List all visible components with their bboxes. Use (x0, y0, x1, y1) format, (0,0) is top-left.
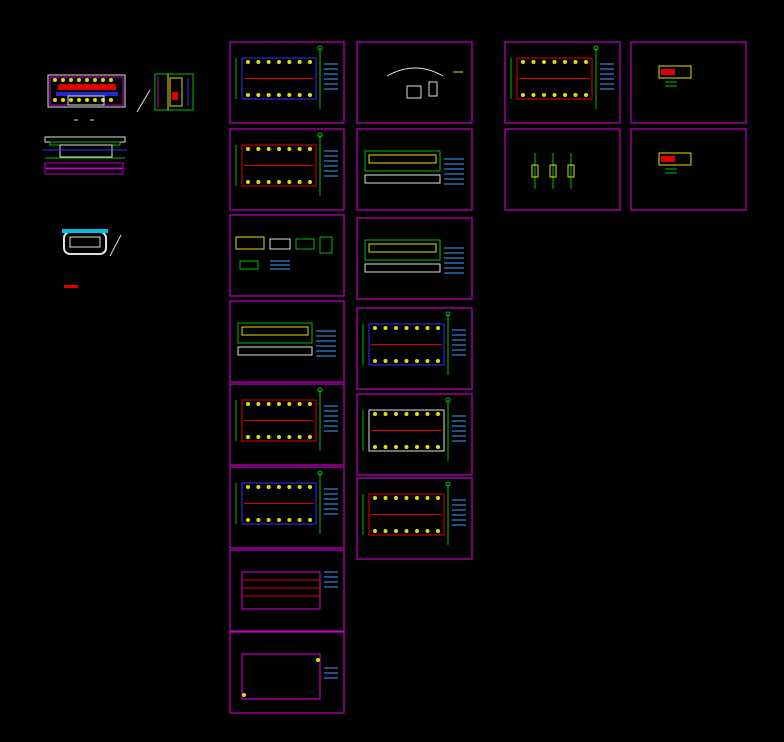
plan-sheet-12[interactable] (356, 307, 473, 390)
plan-sheet-3[interactable] (229, 214, 345, 297)
plan-sheet-15[interactable] (504, 41, 621, 124)
plan-sheet-1[interactable] (229, 41, 345, 124)
plan-sheet-9[interactable] (356, 41, 473, 124)
plan-sheet-14[interactable] (356, 477, 473, 560)
plan-sheet-5[interactable] (229, 383, 345, 466)
plan-sheet-17[interactable] (504, 128, 621, 211)
plan-sheet-11[interactable] (356, 217, 473, 300)
loose-section-detail (154, 73, 194, 111)
loose-diagonal-mark-1 (136, 89, 151, 113)
plan-sheet-16[interactable] (630, 41, 747, 124)
plan-sheet-10[interactable] (356, 128, 473, 211)
loose-elevation (42, 136, 127, 175)
plan-sheet-6[interactable] (229, 466, 345, 549)
plan-sheet-4[interactable] (229, 300, 345, 383)
loose-diagonal-mark-2 (109, 234, 122, 257)
loose-detail-rounded (62, 229, 108, 255)
plan-sheet-13[interactable] (356, 393, 473, 476)
plan-sheet-2[interactable] (229, 128, 345, 211)
loose-floor-plan (47, 74, 126, 121)
loose-red-mark (64, 285, 78, 288)
plan-sheet-18[interactable] (630, 128, 747, 211)
plan-sheet-8[interactable] (229, 631, 345, 714)
plan-sheet-7[interactable] (229, 549, 345, 632)
